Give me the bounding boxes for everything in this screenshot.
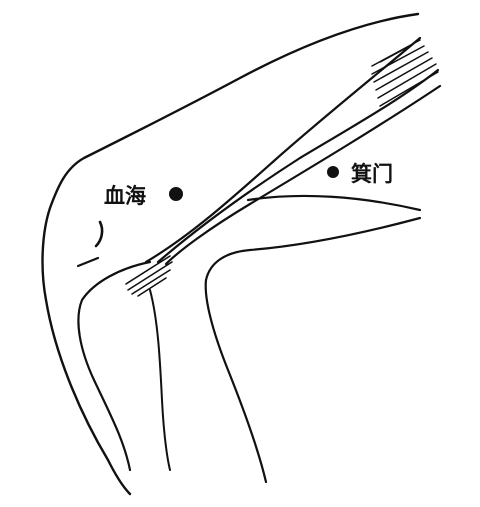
jimen-label: 箕门	[351, 161, 393, 186]
thigh-back-line	[246, 194, 422, 212]
thigh-lower-line	[164, 84, 442, 266]
outer-leg-contour	[41, 12, 420, 496]
jimen-point-dot	[327, 166, 339, 178]
back-knee-contour	[204, 216, 422, 484]
muscle-hatching	[371, 39, 439, 107]
muscle-band-upper-edge	[144, 36, 422, 264]
xuehai-point-dot	[169, 187, 183, 201]
muscle-band-lower-edge	[156, 68, 440, 264]
inner-knee-contour	[77, 260, 152, 472]
knee-mark-1	[94, 220, 104, 248]
knee-mark-2	[76, 256, 100, 268]
patella-line	[149, 289, 171, 471]
xuehai-label: 血海	[104, 183, 146, 208]
tendon-hatching	[125, 255, 173, 297]
